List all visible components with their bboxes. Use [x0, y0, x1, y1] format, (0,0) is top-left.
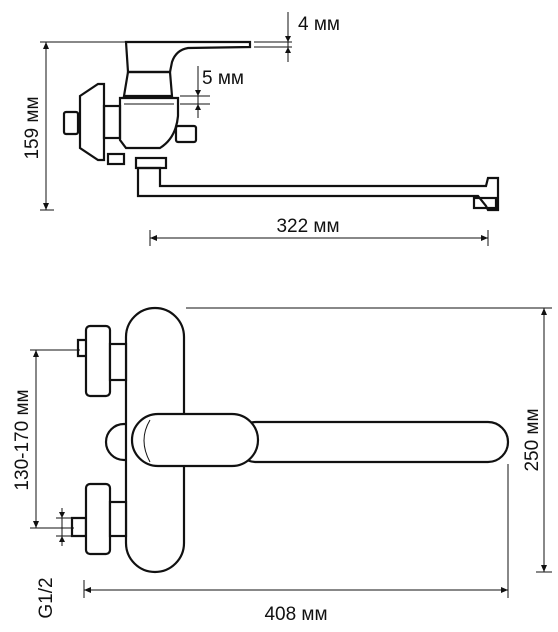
side-view: 4 мм 5 мм 159 мм 322 мм — [22, 12, 500, 246]
side-spout-nut — [134, 156, 168, 170]
side-eccentric — [62, 110, 80, 136]
front-lever — [130, 412, 260, 468]
dim-center-distance: 130-170 мм — [12, 349, 80, 529]
dim-lever-gap-label: 5 мм — [202, 68, 244, 89]
side-spout — [136, 166, 500, 212]
dim-thread: G1/2 — [36, 508, 74, 619]
dim-height-front-label: 250 мм — [522, 408, 543, 471]
dim-center-distance-label: 130-170 мм — [12, 389, 33, 490]
side-cartridge — [122, 70, 174, 98]
front-spout — [234, 420, 510, 464]
side-body — [118, 96, 180, 150]
front-top-nut — [108, 342, 128, 382]
dim-top-gap-label: 4 мм — [298, 14, 340, 35]
dim-height-side-label: 159 мм — [22, 96, 43, 159]
side-lever — [124, 40, 252, 74]
dim-height-front: 250 мм — [186, 307, 552, 573]
dim-spout-length: 322 мм — [149, 216, 489, 246]
side-knob — [174, 124, 198, 144]
dim-width-front: 408 мм — [83, 464, 509, 625]
side-aerator — [472, 196, 498, 210]
front-bottom-nut — [108, 500, 128, 538]
side-bottom-nut — [106, 152, 126, 166]
dim-width-front-label: 408 мм — [264, 604, 327, 625]
dim-spout-length-label: 322 мм — [276, 216, 339, 237]
dim-top-gap: 4 мм — [254, 12, 340, 62]
dim-thread-label: G1/2 — [36, 577, 57, 618]
side-nut — [102, 104, 122, 140]
front-bottom-eccentric — [70, 516, 88, 538]
front-view: 130-170 мм G1/2 250 мм 408 мм — [12, 306, 552, 625]
dim-height-side: 159 мм — [22, 41, 126, 211]
front-top-flange — [84, 324, 112, 398]
dim-lever-gap: 5 мм — [180, 66, 244, 118]
side-flange — [78, 82, 106, 162]
front-bottom-flange — [84, 482, 112, 556]
